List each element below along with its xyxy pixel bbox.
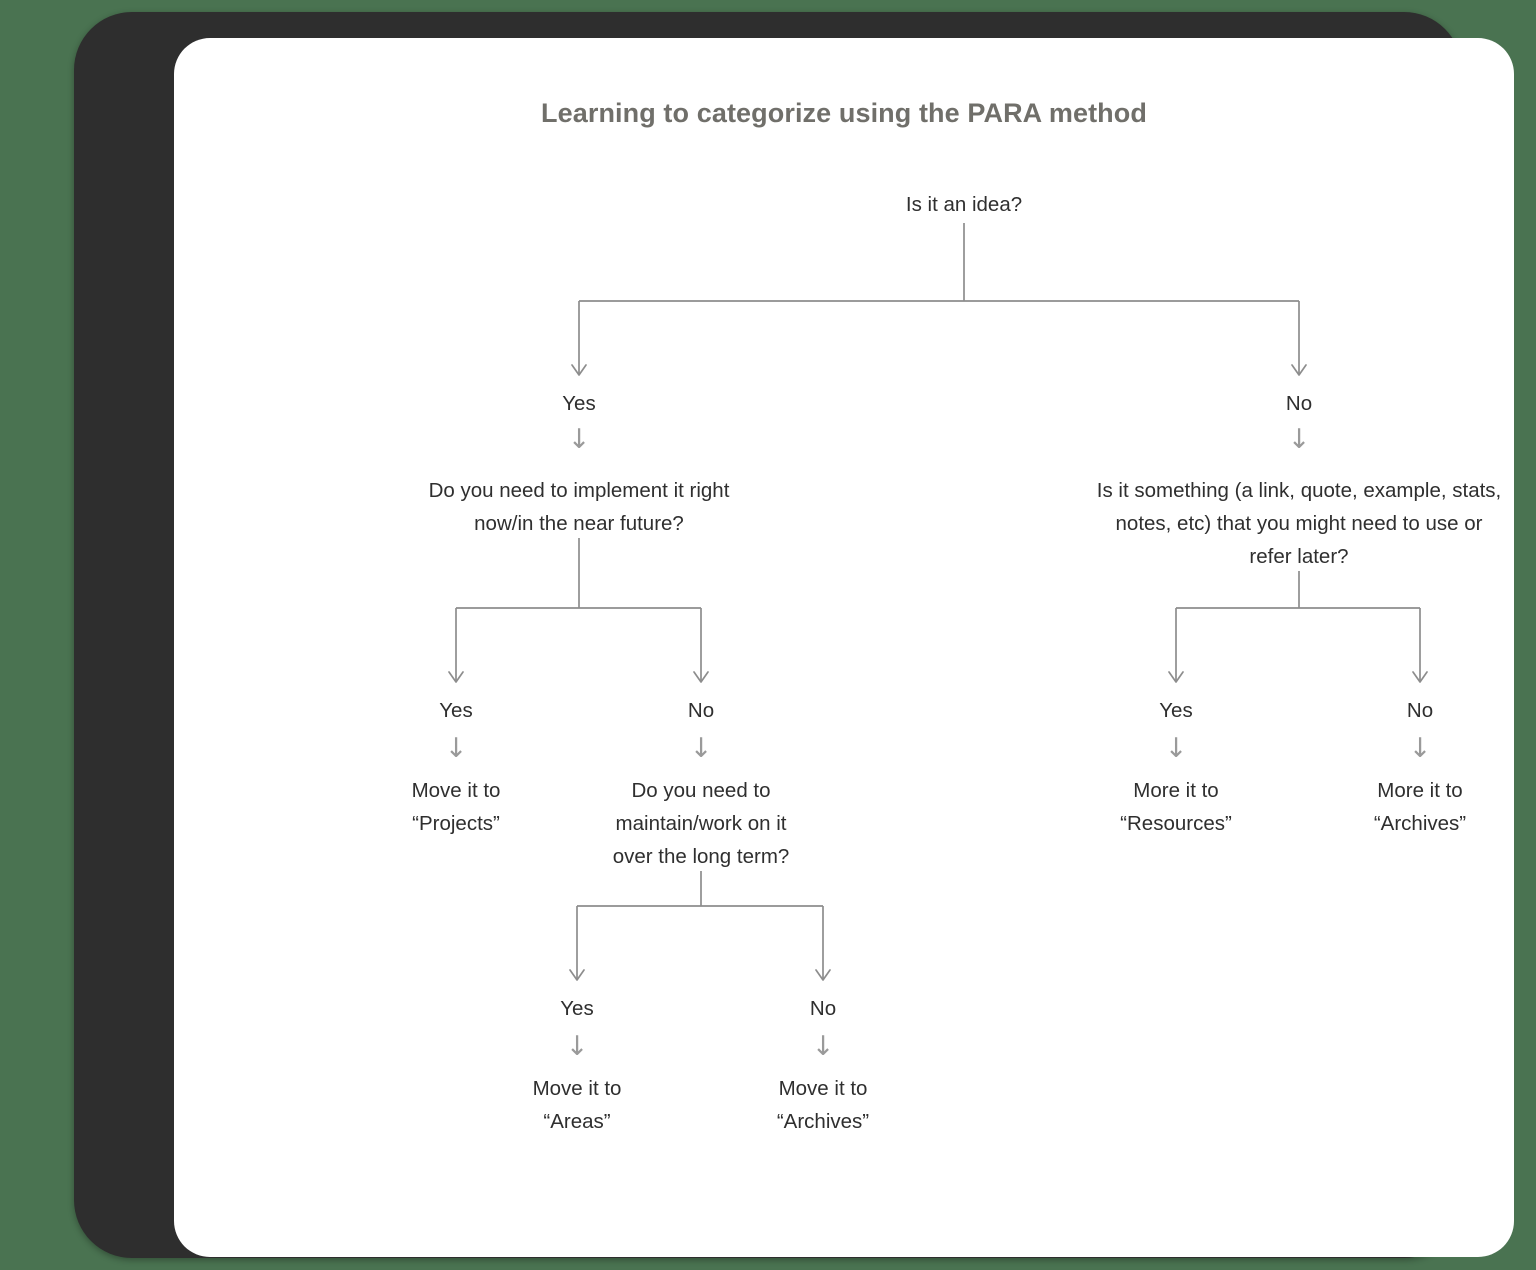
node-outcome-archives-bottom: Move it to “Archives” — [776, 1077, 870, 1133]
down-arrow-icon: ↓ — [1287, 424, 1311, 455]
arrowhead-root-right — [1291, 364, 1307, 376]
node-outcome-archives-right: More it to “Archives” — [1373, 779, 1467, 835]
node-question-maintain: Do you need to maintain/work on it over … — [612, 779, 790, 868]
down-arrow-icon: ↓ — [689, 733, 713, 764]
node-outcome-projects: Move it to “Projects” — [411, 779, 501, 835]
node-outcome-resources: More it to “Resources” — [1120, 779, 1232, 835]
down-arrow-icon: ↓ — [444, 733, 468, 764]
arrowhead-refer-left — [1168, 671, 1184, 683]
arrowhead-maintain-right — [815, 969, 831, 981]
down-arrow-icon: ↓ — [1408, 733, 1432, 764]
branch-label-no-1: No — [1285, 392, 1313, 415]
page-title: Learning to categorize using the PARA me… — [541, 98, 1147, 128]
branch-label-no-3: No — [1406, 699, 1434, 722]
branch-label-yes-3: Yes — [1159, 699, 1193, 722]
node-outcome-areas: Move it to “Areas” — [532, 1077, 622, 1133]
down-arrow-icon: ↓ — [1164, 733, 1188, 764]
down-arrow-icon: ↓ — [811, 1031, 835, 1062]
arrowhead-implement-left — [448, 671, 464, 683]
node-question-implement: Do you need to implement it right now/in… — [428, 479, 730, 535]
branch-label-yes-4: Yes — [560, 997, 594, 1020]
branch-label-no-2: No — [687, 699, 715, 722]
arrowhead-refer-right — [1412, 671, 1428, 683]
arrowhead-maintain-left — [569, 969, 585, 981]
branch-label-no-4: No — [809, 997, 837, 1020]
diagram-canvas: Learning to categorize using the PARA me… — [174, 38, 1514, 1257]
device-frame: Learning to categorize using the PARA me… — [74, 12, 1514, 1258]
arrowhead-implement-right — [693, 671, 709, 683]
node-question-refer: Is it something (a link, quote, example,… — [1096, 479, 1502, 568]
flow-connectors — [448, 223, 1428, 981]
down-arrow-icon: ↓ — [565, 1031, 589, 1062]
node-root-question: Is it an idea? — [905, 193, 1023, 216]
arrowhead-root-left — [571, 364, 587, 376]
branch-label-yes-1: Yes — [562, 392, 596, 415]
branch-label-yes-2: Yes — [439, 699, 473, 722]
down-arrow-icon: ↓ — [567, 424, 591, 455]
